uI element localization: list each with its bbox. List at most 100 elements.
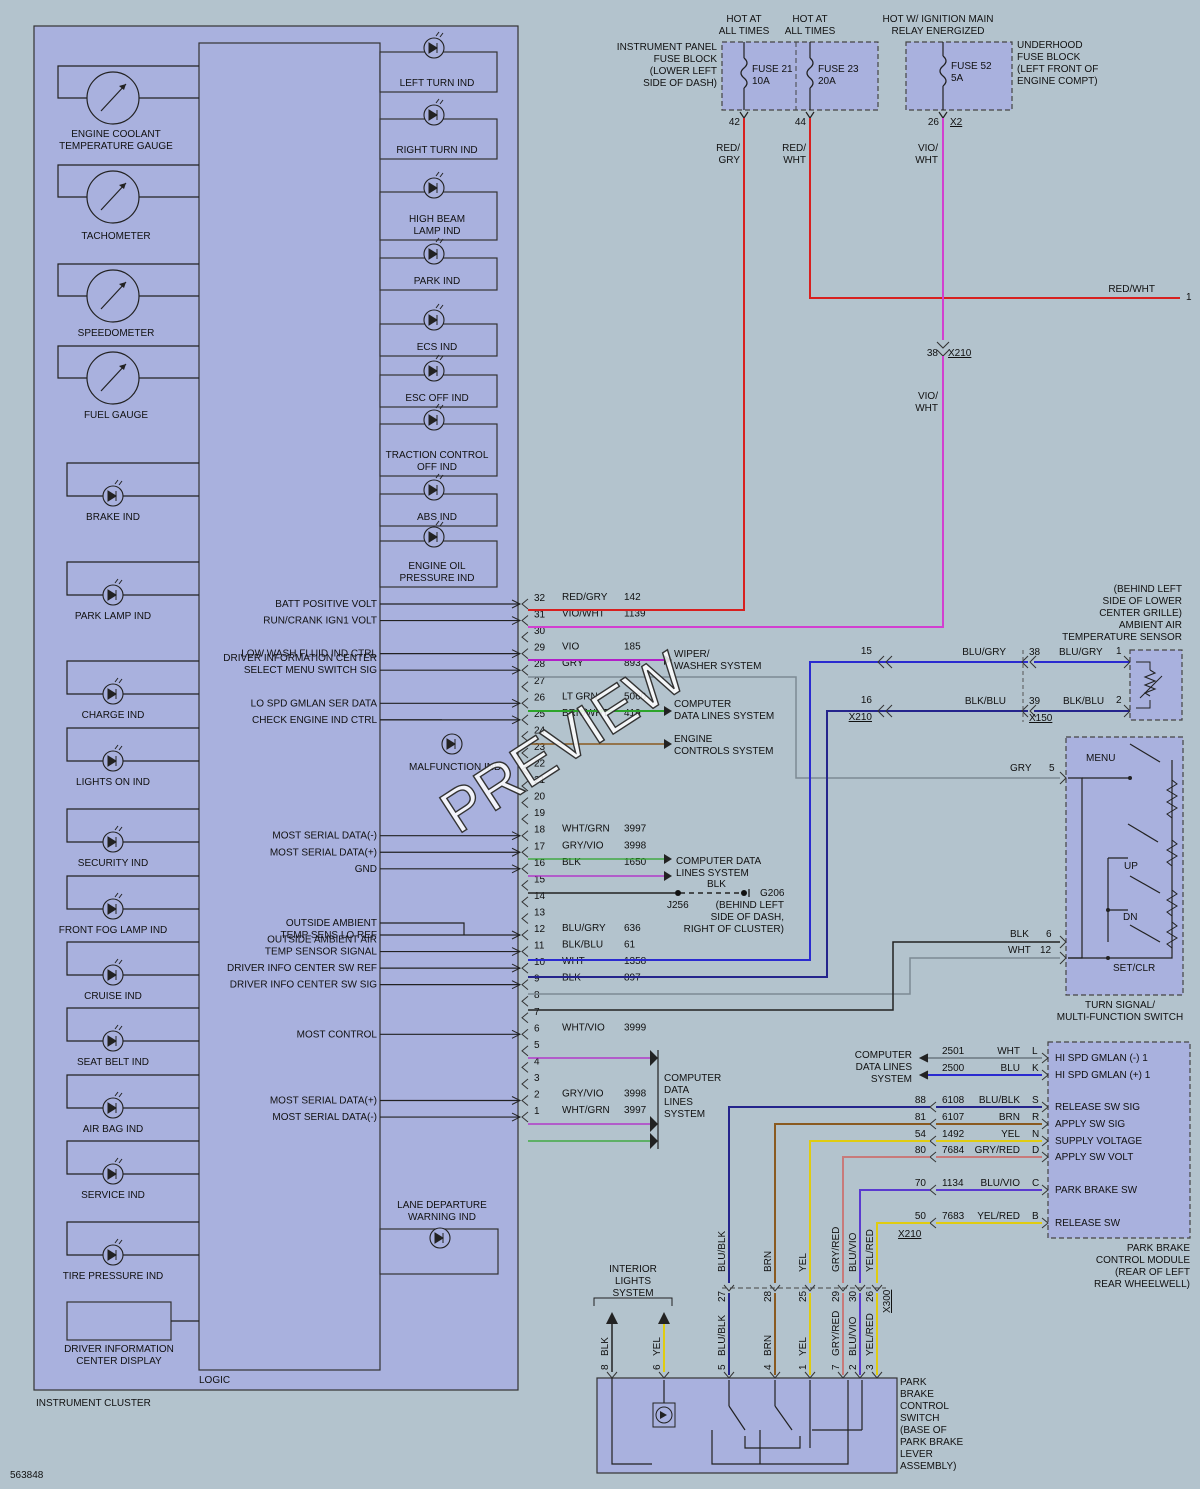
signal-arrow bbox=[511, 715, 522, 725]
left-indicator-6: CRUISE IND bbox=[66, 941, 199, 1002]
left-indicator-2: CHARGE IND bbox=[66, 660, 199, 721]
pin-number: 2 bbox=[534, 1090, 540, 1101]
pin-circuit: 3997 bbox=[624, 1105, 647, 1116]
pbcm-function: APPLY SW VOLT bbox=[1055, 1152, 1133, 1163]
light-ray-icon bbox=[114, 892, 123, 899]
resistor-icon bbox=[1166, 779, 1178, 819]
indicator-loop bbox=[66, 727, 199, 762]
thermistor-icon bbox=[1143, 669, 1157, 697]
pbs-upper-color: YEL/RED bbox=[865, 1229, 876, 1272]
pin-wire-color: GRY bbox=[562, 658, 584, 669]
pbs-upper-wire bbox=[774, 1123, 930, 1283]
gauge-wire bbox=[57, 263, 199, 297]
pbcm-pin: R bbox=[1032, 1112, 1039, 1123]
light-ray-icon bbox=[114, 1238, 123, 1245]
pin-number: 29 bbox=[534, 643, 546, 654]
switch-menu: MENU bbox=[1086, 753, 1115, 764]
indicator-loop bbox=[66, 462, 199, 497]
diode-icon bbox=[428, 365, 438, 377]
pbs-terminal bbox=[837, 1371, 849, 1379]
light-ray-icon bbox=[114, 578, 123, 585]
right-indicator-5: ESC OFF IND bbox=[379, 354, 498, 408]
pbs-upper-pin: 30 bbox=[848, 1290, 859, 1302]
signal-arrow bbox=[511, 1096, 522, 1105]
left-indicator-label: SERVICE IND bbox=[81, 1190, 145, 1201]
left-indicator-1: PARK LAMP IND bbox=[66, 561, 199, 622]
ladder-right bbox=[1068, 760, 1173, 959]
light-ray-icon bbox=[435, 171, 444, 178]
pbs-upper-color: YEL bbox=[798, 1253, 809, 1272]
pin-terminal bbox=[521, 648, 529, 660]
pin-terminal bbox=[521, 1078, 529, 1090]
light-ray-icon bbox=[435, 303, 444, 310]
signal-arrow bbox=[511, 980, 522, 990]
ts-terminal-5 bbox=[1059, 771, 1067, 785]
diode-icon bbox=[107, 836, 117, 848]
gauge-3: FUEL GAUGE bbox=[57, 345, 199, 421]
signal-label: MOST SERIAL DATA(+) bbox=[270, 847, 377, 858]
resistor-icon bbox=[1166, 921, 1178, 949]
sensor-leads bbox=[1136, 661, 1151, 709]
ground-g206-label: G206 bbox=[760, 888, 785, 899]
pin-circuit: 3998 bbox=[624, 840, 647, 851]
x300-connector bbox=[854, 1284, 866, 1292]
right-indicator-box bbox=[379, 118, 498, 160]
pin-wire-color: WHT bbox=[562, 956, 585, 967]
pbs-upper-pin: 26 bbox=[865, 1290, 876, 1302]
pbs-lower-pin: 7 bbox=[831, 1364, 842, 1370]
switch-dn: DN bbox=[1123, 912, 1137, 923]
pin-number: 23 bbox=[534, 742, 546, 753]
light-ray-icon bbox=[435, 403, 444, 410]
wire-after-x210-color: VIO/WHT bbox=[915, 391, 938, 414]
pin-number: 4 bbox=[534, 1056, 540, 1067]
left-indicator-label: TIRE PRESSURE IND bbox=[63, 1271, 164, 1282]
pbs-lower-pin: 8 bbox=[600, 1364, 611, 1370]
ip-fuse-block bbox=[721, 41, 879, 111]
pbs-upper-color: GRY/RED bbox=[831, 1227, 842, 1272]
left-indicator-label: SECURITY IND bbox=[78, 858, 148, 869]
signal-arrow bbox=[511, 963, 522, 973]
pbs-lower-pin: 1 bbox=[798, 1364, 809, 1370]
pbcm-terminal bbox=[1041, 1135, 1049, 1147]
signal-arrow bbox=[511, 847, 522, 857]
connector-x150 bbox=[1021, 704, 1037, 718]
pin-terminal bbox=[521, 1111, 529, 1123]
pin-row-8: 8 bbox=[521, 990, 540, 1007]
pbcm-wire-color: BLU bbox=[1001, 1063, 1020, 1074]
pin-terminal bbox=[521, 879, 529, 891]
left-indicator-7: SEAT BELT IND bbox=[66, 1007, 199, 1068]
pbcm-circuit: 2501 bbox=[942, 1046, 965, 1057]
left-indicator-8: AIR BAG IND bbox=[66, 1074, 199, 1135]
pin-circuit: 1139 bbox=[624, 609, 646, 620]
pin-terminal bbox=[521, 697, 529, 709]
pin-circuit: 61 bbox=[624, 940, 636, 951]
light-ray-icon bbox=[435, 98, 444, 105]
arrow-icon bbox=[664, 706, 672, 716]
arrow-icon bbox=[918, 1053, 929, 1063]
turn-signal-switch-box bbox=[1065, 736, 1184, 996]
pin-circuit: 3998 bbox=[624, 1089, 647, 1100]
red-wht-ref: 1 bbox=[1186, 292, 1192, 303]
pbs-lower-color: GRY/RED bbox=[831, 1311, 842, 1356]
pin-wire-color: WHT/VIO bbox=[562, 1022, 605, 1033]
splice-j256-label: J256 bbox=[667, 900, 689, 911]
pbcm-function: APPLY SW SIG bbox=[1055, 1119, 1125, 1130]
x300-connector bbox=[837, 1284, 849, 1292]
